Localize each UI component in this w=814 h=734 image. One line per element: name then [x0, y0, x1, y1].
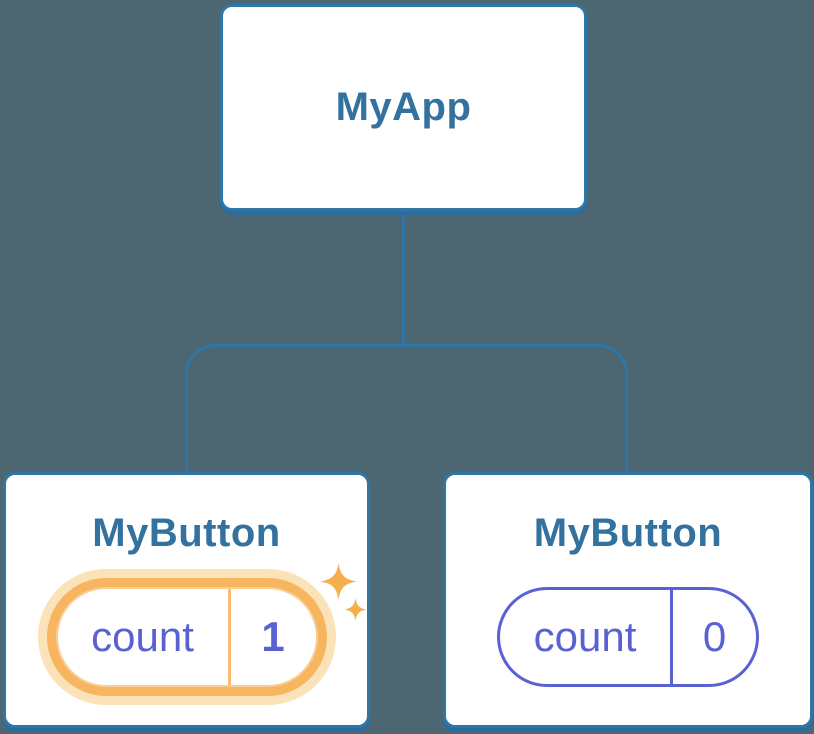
node-myapp-label: MyApp — [335, 85, 472, 129]
node-mybutton-1-label: MyButton — [92, 511, 281, 555]
node-mybutton-2-label: MyButton — [533, 511, 723, 555]
sparkle-large-icon — [320, 563, 357, 600]
node-mybutton-highlighted: MyButton count 1 — [3, 472, 370, 728]
pill-divider — [227, 589, 231, 685]
state-pill-highlighted: count 1 — [55, 587, 318, 687]
sparkle-small-icon — [344, 598, 367, 621]
connector-bracket — [185, 344, 628, 475]
state-name-label: count — [91, 613, 194, 660]
node-myapp: MyApp — [220, 4, 587, 211]
state-value: 1 — [261, 613, 285, 660]
state-value: 0 — [702, 613, 727, 660]
state-name-label: count — [533, 613, 637, 660]
node-mybutton-plain: MyButton count 0 — [443, 472, 813, 728]
connector-stem — [402, 212, 405, 345]
state-pill-plain: count 0 — [497, 587, 759, 687]
pill-divider — [670, 590, 673, 684]
